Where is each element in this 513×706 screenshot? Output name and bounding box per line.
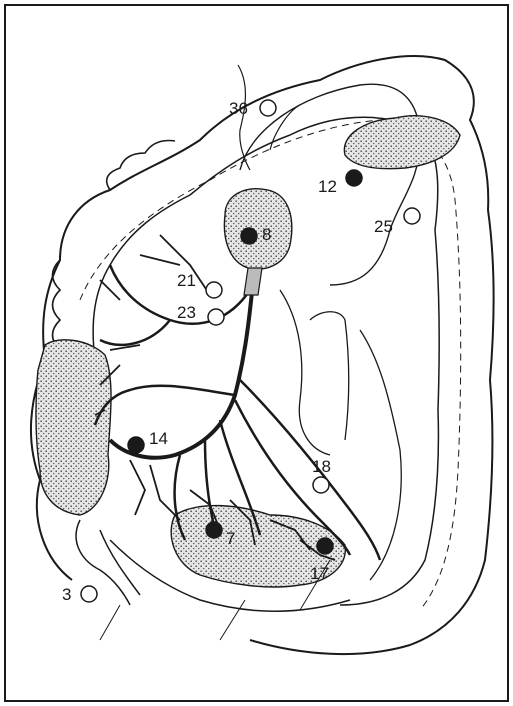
marker-14-circle [128, 437, 144, 453]
marker-18-circle [313, 477, 329, 493]
marker-21-circle [206, 282, 222, 298]
marker-36-label: 36 [229, 99, 248, 118]
marker-3-circle [81, 586, 97, 602]
stippled-region-center [224, 189, 291, 269]
marker-25-label: 25 [374, 217, 393, 236]
marker-8-circle [241, 228, 257, 244]
marker-17-label: 17 [310, 564, 329, 583]
marker-3-label: 3 [62, 585, 71, 604]
marker-12-circle [346, 170, 362, 186]
stippled-region-left [36, 340, 111, 515]
marker-18: 18 [312, 457, 331, 493]
marker-7-label: 7 [226, 529, 235, 548]
marker-17-circle [317, 538, 333, 554]
marker-12-label: 12 [318, 177, 337, 196]
marker-21-label: 21 [177, 271, 196, 290]
marker-23-circle [208, 309, 224, 325]
marker-36-circle [260, 100, 276, 116]
marker-7-circle [206, 522, 222, 538]
marker-25-circle [404, 208, 420, 224]
marker-8-label: 8 [262, 225, 271, 244]
marker-18-label: 18 [312, 457, 331, 476]
marker-23-label: 23 [177, 303, 196, 322]
marker-14-label: 14 [149, 429, 168, 448]
